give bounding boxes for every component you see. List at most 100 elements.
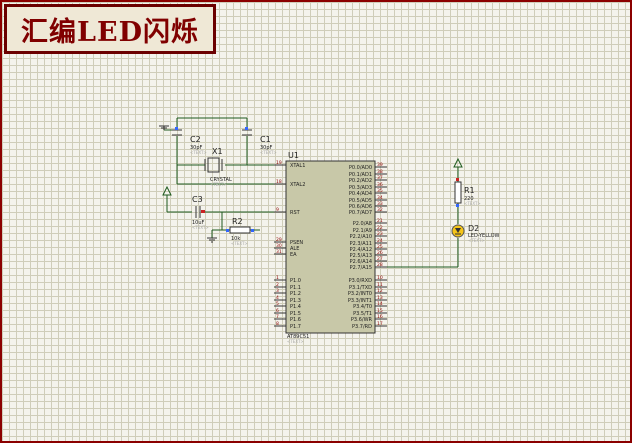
u1-ref: U1 [288, 151, 299, 160]
pin-label: P3.6/WR [351, 317, 373, 323]
pin-label: P2.6/A14 [350, 259, 372, 265]
c3-value: 10uF [192, 220, 205, 226]
capacitor-c3[interactable]: C3 10uF <TEXT> [192, 195, 209, 230]
pin-label: P1.0 [290, 278, 301, 284]
pin-number: 15 [377, 308, 383, 314]
pin-label: P3.1/TXD [349, 285, 372, 291]
pin-label: P2.3/A11 [350, 241, 372, 247]
pin-number: 16 [377, 314, 383, 320]
d2-ref: D2 [468, 224, 479, 233]
pin-number: 24 [377, 238, 383, 244]
pin-number: 13 [377, 295, 383, 301]
u1-type: AT89C51 [287, 334, 309, 340]
c1-text: <TEXT> [260, 150, 277, 155]
pin-label: P0.4/AD4 [349, 191, 372, 197]
pin-number: 9 [276, 207, 279, 213]
pin-label: XTAL2 [290, 182, 305, 188]
x1-ref: X1 [212, 147, 223, 156]
power-symbol [162, 185, 172, 197]
r1-text: <TEXT> [464, 201, 481, 206]
power-symbol [453, 157, 463, 168]
pin-number: 18 [276, 179, 282, 185]
c2-ref: C2 [190, 135, 201, 144]
pin-label: P0.7/AD7 [349, 210, 372, 216]
pin-label: P2.2/A10 [350, 234, 372, 240]
r2-value: 10k [231, 236, 240, 242]
c1-ref: C1 [260, 135, 271, 144]
pin-number: 32 [377, 207, 383, 213]
pin-number: 25 [377, 244, 383, 250]
right-pin-group: 39P0.0/AD038P0.1/AD137P0.2/AD236P0.3/AD3… [348, 162, 387, 330]
pin-number: 30 [276, 243, 282, 249]
pin-label: P2.0/A8 [353, 221, 372, 227]
pin-number: 8 [276, 321, 279, 327]
pin-label: P1.7 [290, 324, 301, 330]
pin-number: 5 [276, 301, 279, 307]
r1-value: 220 [464, 196, 474, 202]
u1-text: <TEXT> [287, 339, 304, 344]
c2-text: <TEXT> [190, 150, 207, 155]
pin-label: P3.5/T1 [353, 311, 372, 317]
d2-text: <TEXT> [468, 238, 485, 243]
c2-value: 30pF [190, 145, 203, 151]
pin-number: 3 [276, 288, 279, 294]
c3-ref: C3 [192, 195, 203, 204]
pin-number: 6 [276, 308, 279, 314]
pin-number: 17 [377, 321, 383, 327]
pin-number: 34 [377, 195, 383, 201]
pin-number: 23 [377, 231, 383, 237]
pin-number: 19 [276, 160, 282, 166]
pin-label: P0.1/AD1 [349, 172, 372, 178]
pin-label: P1.4 [290, 304, 301, 310]
pin-label: P3.2/INT0 [348, 291, 372, 297]
pin-number: 2 [276, 282, 279, 288]
d2-value: LED-YELLOW [468, 233, 500, 239]
pin-number: 33 [377, 201, 383, 207]
pin-number: 28 [377, 262, 383, 268]
pin-label: ALE [290, 246, 299, 252]
pin-label: P2.7/A15 [350, 265, 372, 271]
pin-number: 36 [377, 182, 383, 188]
crystal-x1[interactable]: X1 CRYSTAL <TEXT> [204, 147, 232, 187]
pin-number: 22 [377, 225, 383, 231]
pin-number: 11 [377, 282, 383, 288]
pin-number: 12 [377, 288, 383, 294]
pin-label: P1.1 [290, 285, 301, 291]
c1-value: 30pF [260, 145, 273, 151]
pin-label: P0.3/AD3 [349, 185, 372, 191]
resistor-r2[interactable]: R2 10k <TEXT> [226, 217, 254, 246]
page-title: 汇编LED闪烁 [21, 16, 199, 48]
pin-label: P1.5 [290, 311, 301, 317]
pin-label: RST [290, 210, 301, 216]
x1-text: <TEXT> [210, 182, 227, 187]
capacitor-c1[interactable]: C1 30pF <TEXT> [242, 127, 277, 155]
pin-number: 31 [276, 249, 282, 255]
r2-text: <TEXT> [231, 241, 248, 246]
pin-label: P1.3 [290, 298, 301, 304]
title-banner: 汇编LED闪烁 [4, 4, 216, 54]
pin-label: P2.4/A12 [350, 247, 372, 253]
c3-text: <TEXT> [192, 225, 209, 230]
pin-number: 4 [276, 295, 279, 301]
pin-number: 29 [276, 237, 282, 243]
pin-label: P2.5/A13 [350, 253, 372, 259]
resistor-r1[interactable]: R1 220 <TEXT> [454, 178, 481, 207]
pin-label: XTAL1 [290, 163, 305, 169]
pin-label: P0.0/AD0 [349, 165, 372, 171]
pin-number: 39 [377, 162, 383, 168]
pin-label: P1.2 [290, 291, 301, 297]
pin-label: P3.4/T0 [353, 304, 372, 310]
pin-number: 14 [377, 301, 383, 307]
r2-ref: R2 [232, 217, 243, 226]
pin-number: 38 [377, 169, 383, 175]
pin-number: 21 [377, 218, 383, 224]
capacitor-c2[interactable]: C2 30pF <TEXT> [172, 127, 207, 155]
pin-label: P3.7/RD [352, 324, 372, 330]
pin-label: EA [290, 252, 297, 258]
led-d2[interactable]: D2 LED-YELLOW <TEXT> [451, 224, 500, 243]
pin-number: 35 [377, 188, 383, 194]
pin-label: P0.2/AD2 [349, 178, 372, 184]
pin-label: P3.3/INT1 [348, 298, 372, 304]
